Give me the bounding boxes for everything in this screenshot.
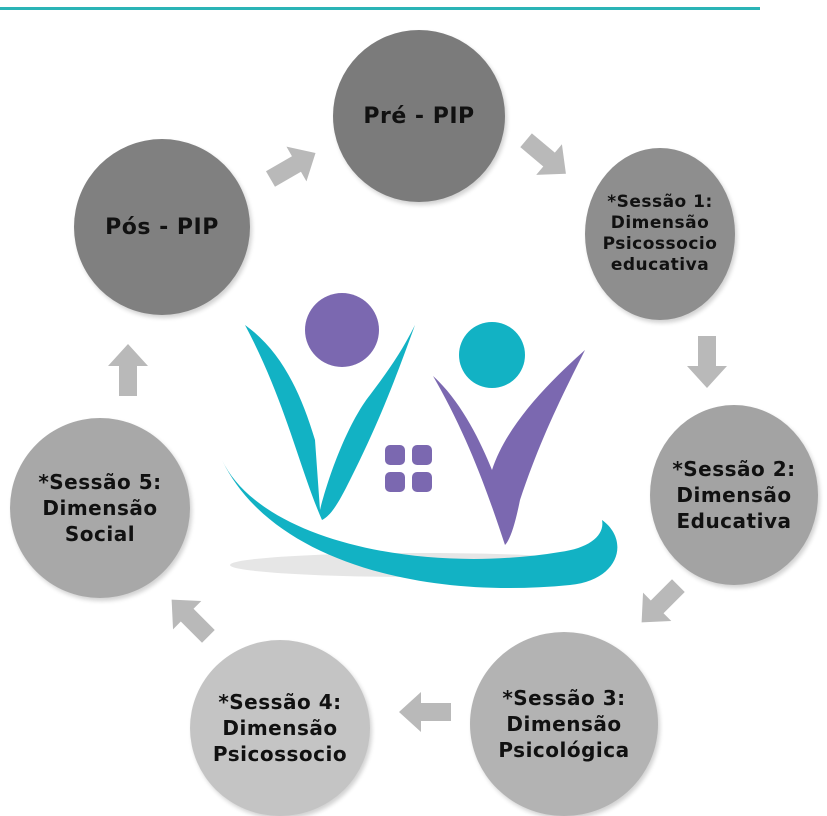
logo-swoosh bbox=[222, 460, 618, 589]
logo-right-body bbox=[433, 350, 585, 545]
arrow-s5-to-pos bbox=[108, 344, 148, 396]
node-pos-pip: Pós - PIP bbox=[74, 139, 250, 315]
node-sessao-3-label: *Sessão 3: Dimensão Psicológica bbox=[498, 686, 630, 762]
node-sessao-3: *Sessão 3: Dimensão Psicológica bbox=[470, 632, 658, 816]
logo-left-head bbox=[305, 293, 379, 367]
node-pre-pip: Pré - PIP bbox=[333, 30, 505, 202]
node-sessao-2: *Sessão 2: Dimensão Educativa bbox=[650, 405, 818, 585]
node-sessao-5: *Sessão 5: Dimensão Social bbox=[10, 418, 190, 598]
arrow-pos-to-pre bbox=[265, 146, 316, 187]
node-pre-pip-label: Pré - PIP bbox=[363, 103, 475, 129]
logo-left-body bbox=[245, 325, 415, 520]
top-accent-rule bbox=[0, 7, 760, 10]
arrow-pre-to-s1 bbox=[520, 133, 566, 175]
node-sessao-4: *Sessão 4: Dimensão Psicossocio bbox=[190, 640, 370, 816]
node-sessao-4-label: *Sessão 4: Dimensão Psicossocio bbox=[212, 690, 348, 766]
logo-window-icon bbox=[385, 445, 432, 492]
logo-right-head bbox=[459, 322, 525, 388]
arrow-s2-to-s3 bbox=[641, 579, 685, 623]
node-pos-pip-label: Pós - PIP bbox=[105, 214, 219, 240]
arrow-s3-to-s4 bbox=[399, 692, 451, 732]
node-sessao-2-label: *Sessão 2: Dimensão Educativa bbox=[672, 457, 796, 533]
node-sessao-1-label: *Sessão 1: Dimensão Psicossocio educativ… bbox=[602, 191, 718, 276]
node-sessao-1: *Sessão 1: Dimensão Psicossocio educativ… bbox=[585, 148, 735, 320]
arrow-s1-to-s2 bbox=[687, 336, 727, 388]
node-sessao-5-label: *Sessão 5: Dimensão Social bbox=[38, 470, 162, 546]
arrow-s4-to-s5 bbox=[171, 599, 215, 643]
